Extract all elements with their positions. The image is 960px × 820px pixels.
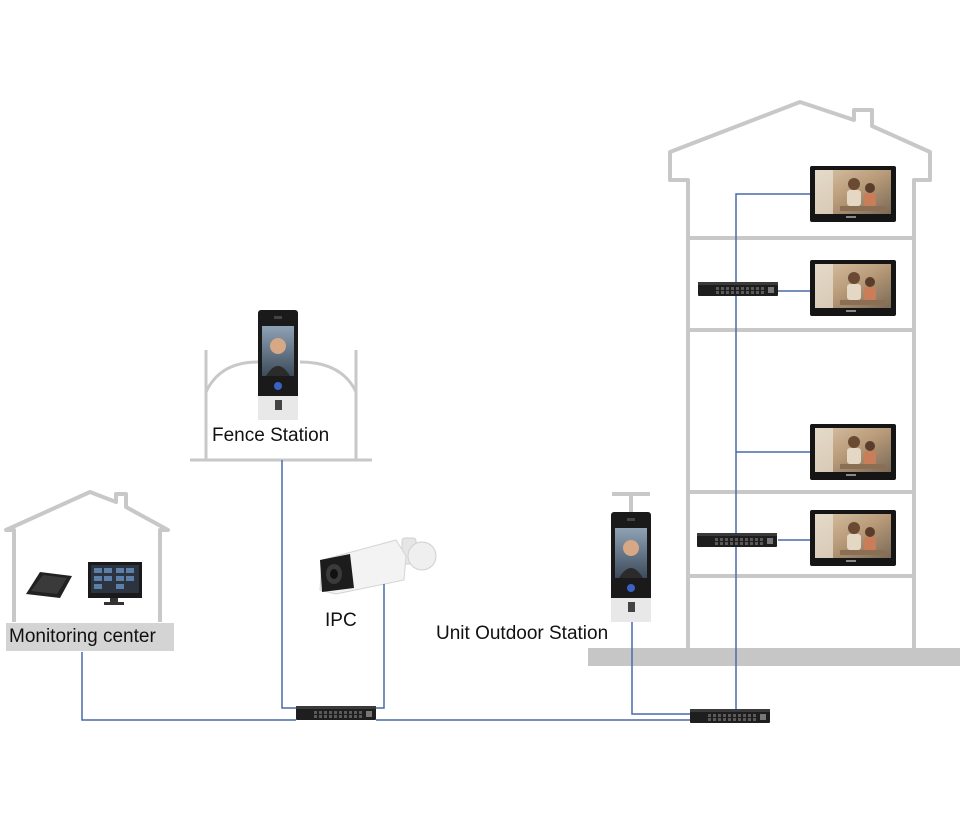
desktop-monitor-icon bbox=[88, 562, 142, 605]
indoor-monitor-3-icon bbox=[810, 424, 896, 480]
building-switch-icon bbox=[690, 709, 770, 723]
bullet-camera-icon bbox=[319, 537, 437, 595]
main-switch-icon bbox=[296, 706, 376, 720]
unit-station-mount bbox=[612, 492, 650, 514]
monitoring-center-label: Monitoring center bbox=[6, 623, 174, 651]
indoor-monitor-1-icon bbox=[810, 166, 896, 222]
tablet-icon bbox=[26, 572, 72, 598]
indoor-monitor-4-icon bbox=[810, 510, 896, 566]
building-outline bbox=[668, 100, 932, 648]
fence-station-label: Fence Station bbox=[212, 425, 330, 446]
floor-switch-upper-icon bbox=[698, 282, 778, 296]
fence-gate bbox=[190, 350, 372, 462]
unit-outdoor-station-label: Unit Outdoor Station bbox=[436, 623, 609, 644]
indoor-monitor-2-icon bbox=[810, 260, 896, 316]
monitoring-center-house bbox=[4, 490, 170, 622]
ground bbox=[588, 648, 960, 666]
unit-door-station-icon bbox=[611, 512, 651, 622]
fence-door-station-icon bbox=[258, 310, 298, 420]
ipc-label: IPC bbox=[325, 610, 357, 631]
floor-switch-lower-icon bbox=[697, 533, 777, 547]
